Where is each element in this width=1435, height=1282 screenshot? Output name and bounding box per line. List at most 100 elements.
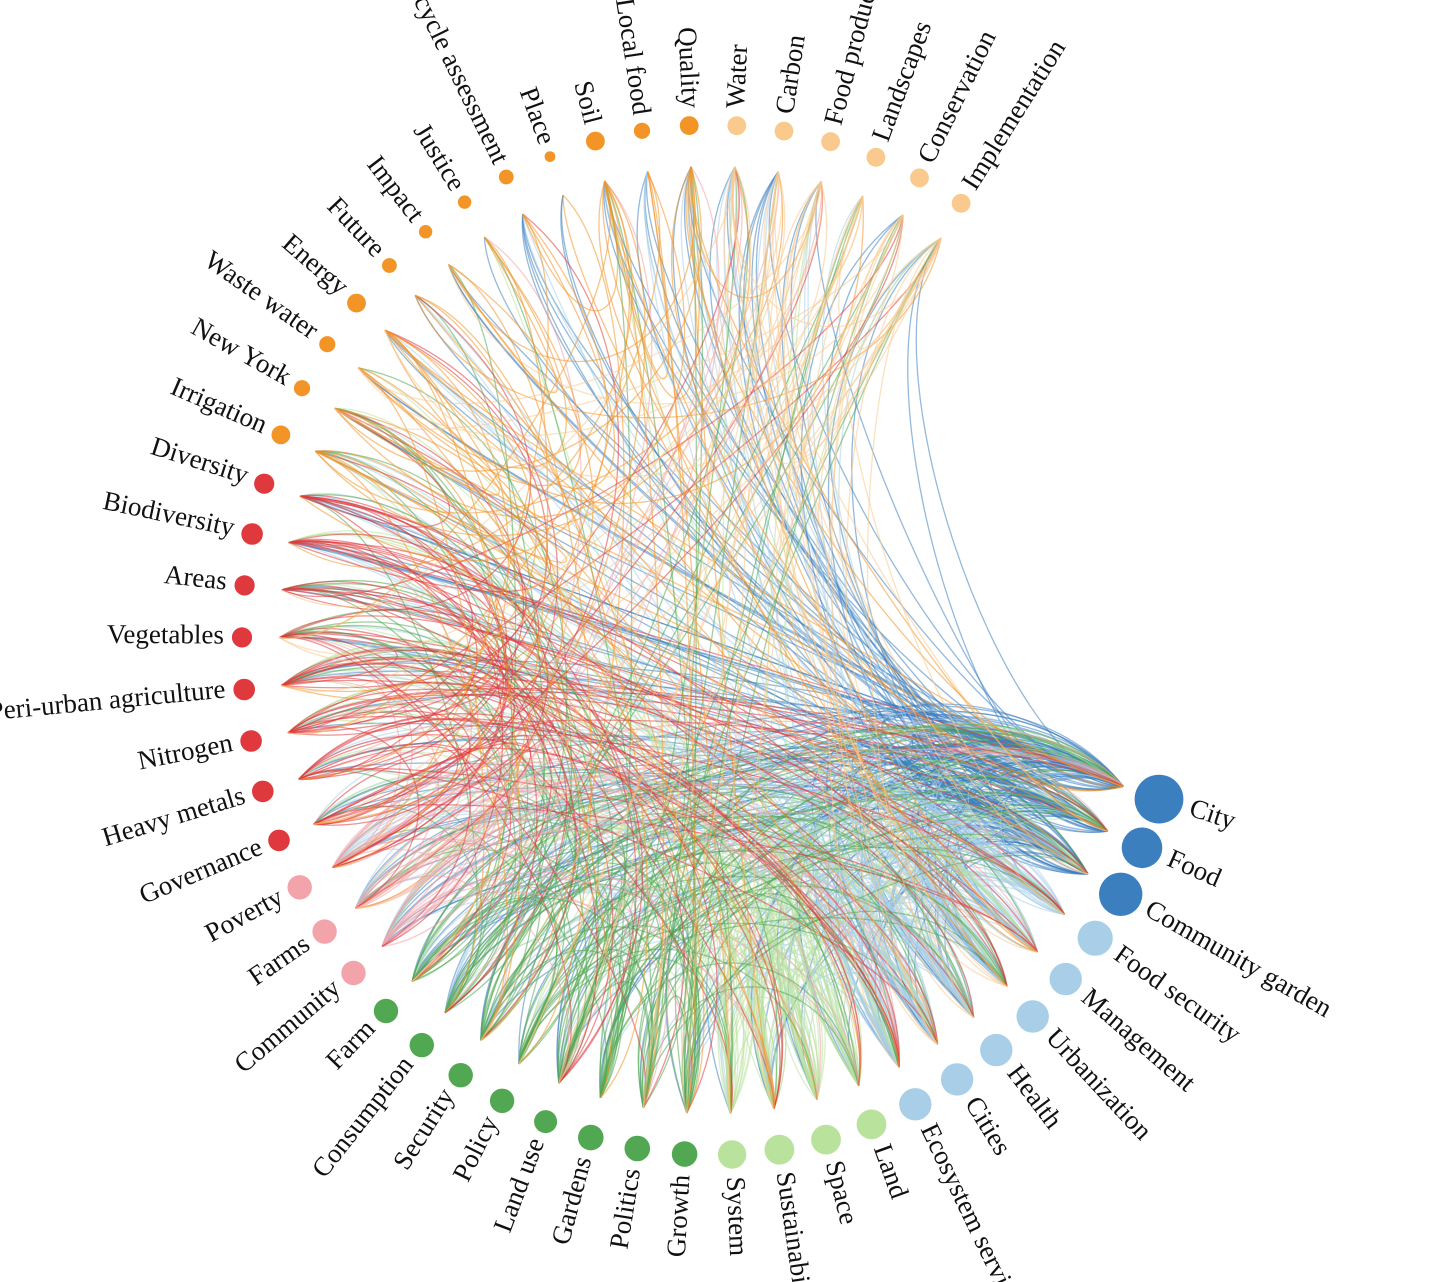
node-implementation[interactable] — [951, 193, 971, 213]
label-health: Health — [1001, 1059, 1069, 1135]
link-areas — [281, 588, 1066, 915]
node-consumption[interactable] — [409, 1032, 434, 1058]
node-system[interactable] — [717, 1140, 747, 1169]
link-community — [381, 876, 818, 1100]
link-life-cycle-assessment — [299, 213, 609, 562]
node-justice[interactable] — [457, 195, 472, 209]
node-place[interactable] — [544, 151, 556, 163]
link-nitrogen — [287, 688, 1008, 987]
link-impact — [448, 263, 592, 1065]
link-new-york — [313, 407, 564, 826]
node-local-food[interactable] — [633, 122, 651, 139]
link-waste-water — [357, 367, 485, 1014]
link-diversity — [298, 495, 508, 780]
link-vegetables — [279, 632, 1089, 875]
node-land[interactable] — [856, 1109, 887, 1140]
node-life-cycle-assessment[interactable] — [498, 169, 514, 185]
label-politics: Politics — [604, 1166, 646, 1251]
link-growth — [355, 818, 701, 1114]
link-carbon — [727, 171, 779, 1114]
link-soil — [332, 180, 631, 869]
node-space[interactable] — [811, 1124, 841, 1155]
node-diversity[interactable] — [254, 473, 275, 494]
node-community[interactable] — [341, 960, 366, 986]
link-food-production — [357, 181, 822, 405]
node-governance[interactable] — [268, 829, 290, 852]
node-gardens[interactable] — [578, 1124, 604, 1151]
node-food-production[interactable] — [821, 132, 840, 152]
node-sustainability[interactable] — [764, 1134, 795, 1165]
node-energy[interactable] — [347, 293, 366, 313]
node-water[interactable] — [727, 116, 747, 136]
link-peri-urban-agriculture — [281, 450, 527, 689]
link-soil — [355, 180, 646, 909]
link-energy — [384, 329, 1089, 875]
node-cities[interactable] — [940, 1063, 974, 1096]
link-soil — [288, 180, 633, 569]
link-nitrogen — [287, 237, 942, 734]
link-nitrogen — [287, 687, 1109, 832]
node-heavy-metals[interactable] — [251, 780, 274, 803]
node-irrigation[interactable] — [271, 425, 291, 445]
node-conservation[interactable] — [910, 168, 929, 188]
link-waste-water — [357, 367, 900, 1068]
node-food-security[interactable] — [1077, 920, 1113, 956]
node-policy[interactable] — [489, 1088, 515, 1114]
link-peri-urban-agriculture — [281, 663, 939, 1045]
node-nitrogen[interactable] — [240, 730, 262, 752]
link-areas — [281, 294, 531, 611]
link-implementation — [845, 237, 974, 1018]
node-food[interactable] — [1121, 827, 1163, 869]
node-growth[interactable] — [671, 1141, 698, 1167]
node-urbanization[interactable] — [1016, 1000, 1049, 1033]
link-future — [414, 294, 1008, 987]
node-soil[interactable] — [586, 131, 605, 151]
label-biodiversity: Biodiversity — [101, 485, 238, 542]
node-waste-water[interactable] — [319, 336, 336, 353]
link-quality — [604, 166, 700, 400]
link-energy — [281, 329, 537, 692]
node-peri-urban-agriculture[interactable] — [233, 678, 255, 701]
label-farms: Farms — [242, 928, 315, 991]
node-ecosystem-service[interactable] — [899, 1088, 932, 1121]
node-farms[interactable] — [312, 919, 337, 944]
link-quality — [687, 166, 1038, 953]
node-quality[interactable] — [679, 116, 699, 135]
node-management[interactable] — [1049, 962, 1082, 996]
node-landscapes[interactable] — [866, 147, 886, 167]
node-new-york[interactable] — [293, 380, 311, 397]
node-security[interactable] — [448, 1063, 473, 1088]
label-soil: Soil — [568, 78, 608, 128]
node-health[interactable] — [980, 1033, 1013, 1067]
node-future[interactable] — [382, 258, 397, 273]
node-community-garden[interactable] — [1099, 872, 1143, 916]
link-community — [382, 166, 720, 948]
label-energy: Energy — [277, 228, 356, 302]
link-water — [731, 166, 1065, 915]
label-water: Water — [720, 44, 753, 109]
node-farm[interactable] — [373, 998, 399, 1024]
node-city[interactable] — [1134, 774, 1184, 824]
link-irrigation — [315, 450, 861, 1086]
link-growth — [334, 407, 696, 1114]
link-waste-water — [357, 367, 818, 1100]
link-energy — [313, 329, 509, 826]
link-local-food — [334, 171, 686, 519]
node-biodiversity[interactable] — [241, 523, 263, 545]
link-food-security — [522, 213, 1065, 916]
link-soil — [604, 180, 1008, 987]
link-consumption — [279, 631, 517, 1014]
link-consumption — [444, 195, 864, 1014]
node-politics[interactable] — [624, 1135, 651, 1162]
link-gardens — [599, 804, 1109, 1098]
node-poverty[interactable] — [287, 875, 312, 900]
node-vegetables[interactable] — [231, 627, 253, 648]
link-cities — [803, 181, 938, 1045]
link-areas — [281, 587, 939, 1045]
node-impact[interactable] — [418, 225, 433, 239]
node-areas[interactable] — [234, 575, 255, 596]
node-land-use[interactable] — [534, 1110, 558, 1134]
label-nitrogen: Nitrogen — [135, 727, 235, 775]
node-carbon[interactable] — [774, 121, 794, 141]
